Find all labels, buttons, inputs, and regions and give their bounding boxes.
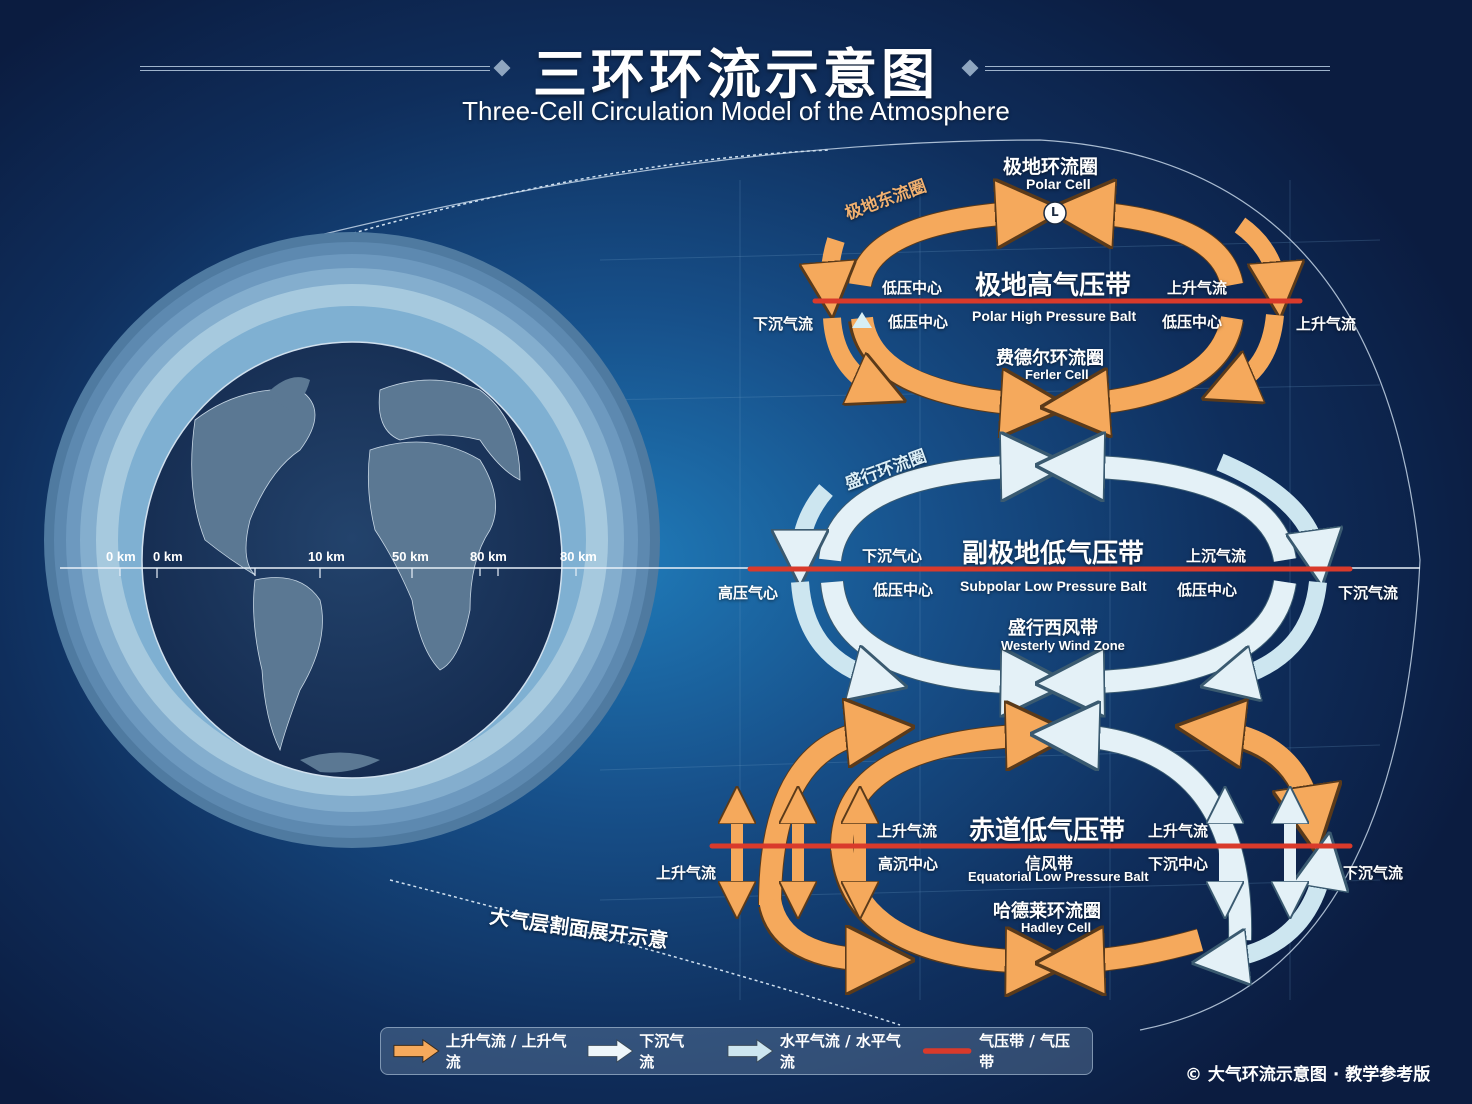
low-pressure-marker-icon — [1043, 201, 1067, 225]
scale-label: 0 km — [106, 549, 136, 564]
red-line-icon — [922, 1048, 972, 1054]
ferrel-left-upper-label: 下沉气心 — [862, 547, 923, 565]
scale-label: 80 km — [560, 549, 597, 564]
orange-arrow-icon — [393, 1038, 440, 1064]
subpolar-belt-title: 副极地低气压带 — [962, 539, 1145, 569]
hadley-left-upper-label: 上升气流 — [877, 822, 938, 840]
title-deco-left-line — [140, 66, 490, 71]
polar-belt-title-en: Polar High Pressure Balt — [972, 308, 1137, 324]
westerly-zone-title: 盛行西风带 — [1008, 618, 1098, 639]
polar-left-upper-label: 低压中心 — [882, 279, 943, 297]
polar-cell-title: 极地环流圈 — [1003, 156, 1099, 178]
hadley-right-upper-label: 上升气流 — [1148, 822, 1209, 840]
scale-label: 10 km — [308, 549, 345, 564]
hadley-right-lower-label: 下沉中心 — [1148, 855, 1209, 873]
light-blue-arrow-icon — [727, 1038, 774, 1064]
polar-belt-title: 极地高气压带 — [975, 271, 1132, 301]
trade-wind-label: 信风带 — [1025, 854, 1074, 873]
legend: 上升气流 / 上升气流 下沉气流 水平气流 / 水平气流 气压带 / 气压带 — [380, 1027, 1093, 1075]
ferrel-left-lower-label: 低压中心 — [873, 581, 934, 599]
hadley-outer-left-label: 上升气流 — [656, 864, 717, 882]
scale-label: 50 km — [392, 549, 429, 564]
title-deco-right-line — [985, 66, 1330, 71]
legend-item-horizontal: 水平气流 / 水平气流 — [727, 1030, 907, 1072]
equatorial-belt-title-en: Equatorial Low Pressure Balt — [968, 869, 1149, 884]
ferrel-cell-arrows — [800, 462, 1318, 683]
white-arrow-icon — [587, 1038, 634, 1064]
hadley-cell-title-en: Hadley Cell — [1021, 920, 1092, 935]
hadley-outer-right-label: 下沉气流 — [1343, 864, 1404, 882]
legend-label: 气压带 / 气压带 — [979, 1032, 1071, 1071]
ferrel-cell-title-en: Ferler Cell — [1025, 367, 1089, 382]
copyright-note: © 大气环流示意图 · 教学参考版 — [1185, 1065, 1431, 1085]
ferrel-cell-title: 费德尔环流圈 — [996, 348, 1104, 369]
scale-ticks — [119, 568, 577, 578]
projection-line-bottom — [389, 879, 901, 1026]
page-title: 三环环流示意图 — [533, 43, 939, 106]
equatorial-belt-title: 赤道低气压带 — [969, 816, 1126, 846]
legend-label: 水平气流 / 水平气流 — [779, 1032, 901, 1071]
polar-right-lower-label: 低压中心 — [1162, 313, 1223, 331]
polar-cell-arrows — [830, 212, 1278, 405]
westerly-zone-title-en: Westerly Wind Zone — [1001, 638, 1125, 653]
projection-line-top — [329, 149, 831, 241]
ferrel-outer-right-label: 下沉气流 — [1338, 584, 1399, 602]
legend-label: 上升气流 / 上升气流 — [445, 1032, 567, 1071]
polar-outer-right-label: 上升气流 — [1296, 315, 1357, 333]
subpolar-belt-title-en: Subpolar Low Pressure Balt — [960, 578, 1147, 594]
polar-outer-left-label: 下沉气流 — [753, 315, 814, 333]
legend-label: 下沉气流 — [639, 1032, 685, 1071]
ferrel-outer-left-label: 高压气心 — [718, 584, 779, 602]
polar-left-lower-label: 低压中心 — [888, 313, 949, 331]
polar-right-upper-label: 上升气流 — [1167, 279, 1228, 297]
ferrel-right-upper-label: 上沉气流 — [1186, 547, 1247, 565]
scale-label: 80 km — [470, 549, 507, 564]
small-up-triangle-icon — [852, 312, 872, 328]
polar-cell-title-en: Polar Cell — [1026, 176, 1091, 192]
legend-item-rising: 上升气流 / 上升气流 — [393, 1030, 573, 1072]
hadley-left-lower-label: 高沉中心 — [878, 855, 939, 873]
ferrel-right-lower-label: 低压中心 — [1177, 581, 1238, 599]
low-marker-label: L — [1051, 205, 1059, 219]
scale-label: 0 km — [153, 549, 183, 564]
hadley-cell-title: 哈德莱环流圈 — [993, 901, 1101, 922]
legend-item-belt: 气压带 / 气压带 — [921, 1030, 1078, 1072]
page-subtitle: Three-Cell Circulation Model of the Atmo… — [462, 96, 1010, 126]
legend-item-sinking: 下沉气流 — [587, 1030, 696, 1072]
vertical-rising-arrows — [737, 805, 1290, 900]
earth-globe — [141, 341, 563, 779]
